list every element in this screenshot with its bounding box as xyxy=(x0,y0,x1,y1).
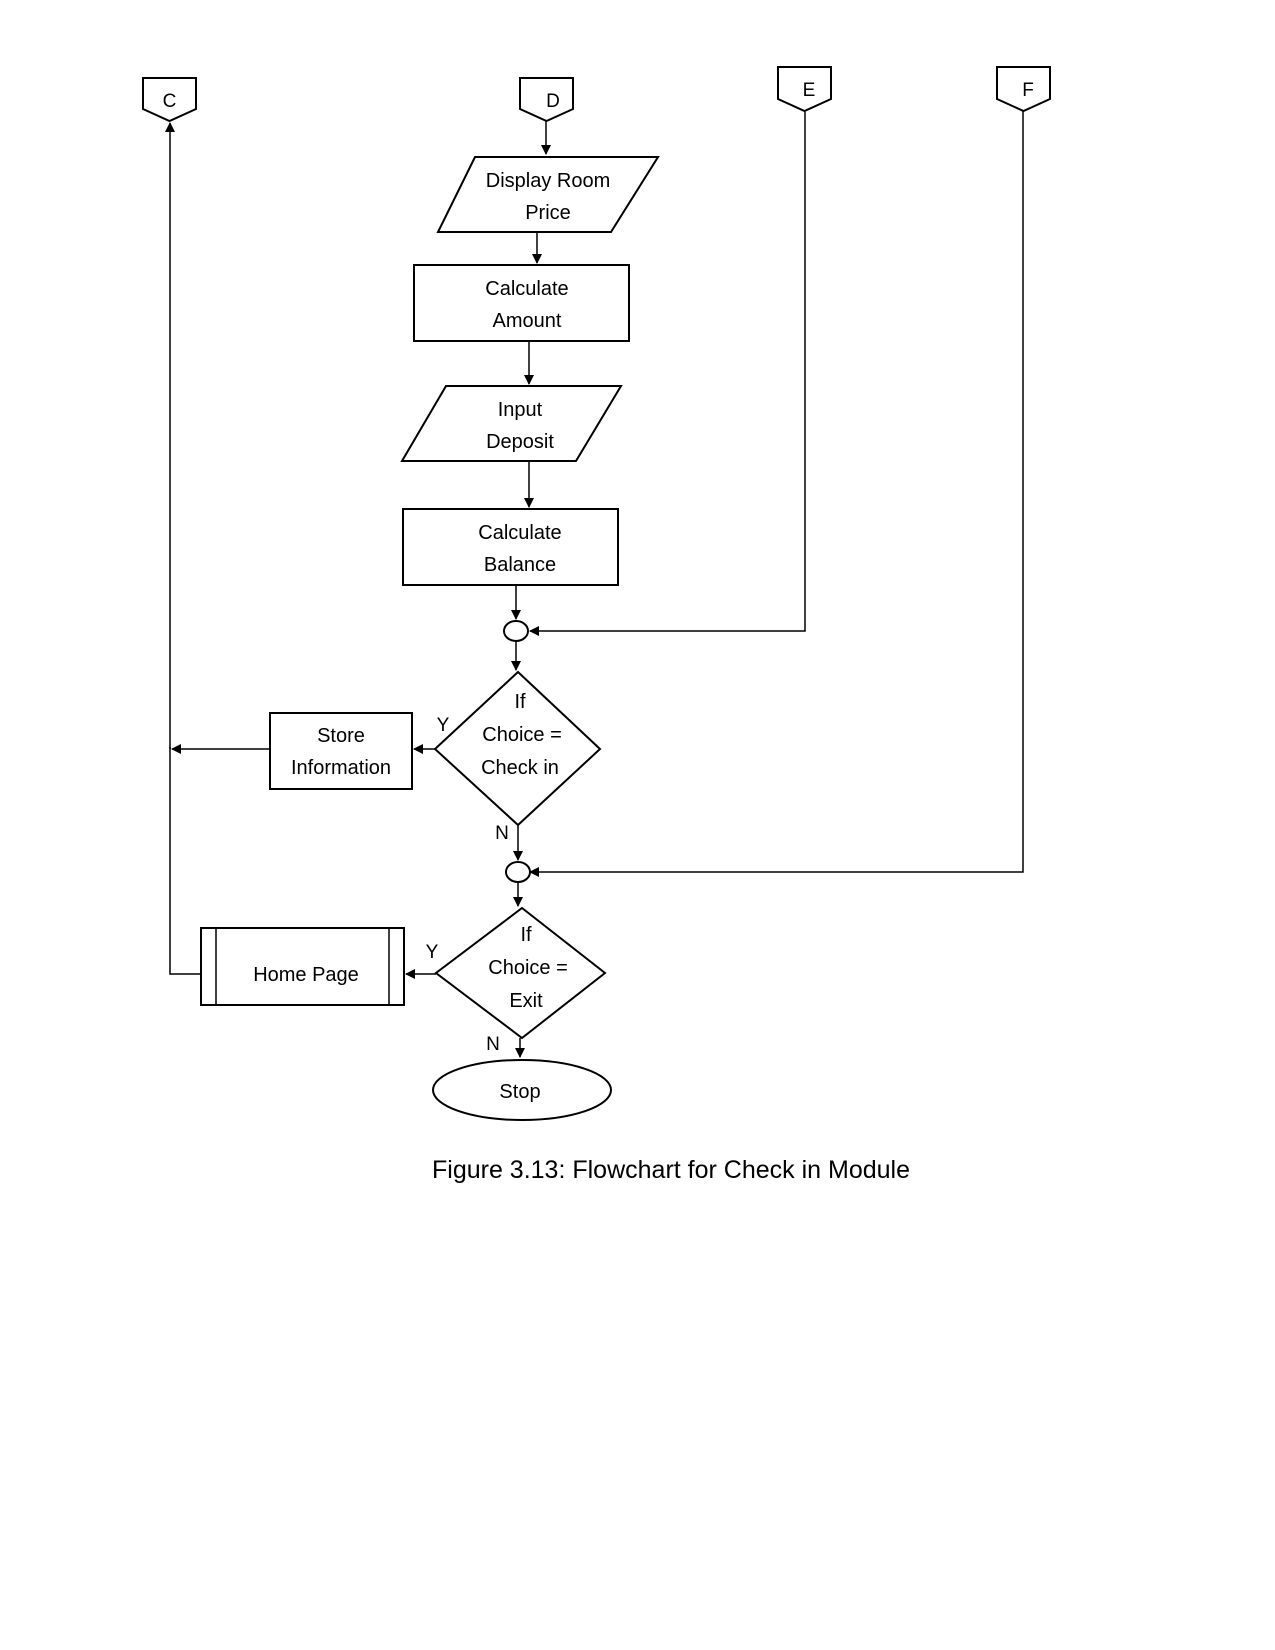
stop-label: Stop xyxy=(499,1081,540,1103)
decision-checkin-line2: Choice = xyxy=(482,724,562,746)
decision-exit-line3: Exit xyxy=(509,990,543,1012)
connector-c-label: C xyxy=(163,91,177,112)
decision-exit-line1: If xyxy=(520,924,532,946)
connector-c: C xyxy=(142,77,197,123)
connector-f: F xyxy=(996,66,1051,113)
store-information-node: Store Information xyxy=(269,712,413,790)
store-information-line1: Store xyxy=(317,725,365,747)
merge-point-1 xyxy=(503,620,529,642)
figure-caption: Figure 3.13: Flowchart for Check in Modu… xyxy=(432,1156,910,1184)
decision-checkin-node: If Choice = Check in xyxy=(433,670,602,827)
checkin-no-label: N xyxy=(495,823,509,844)
store-information-line2: Information xyxy=(291,757,391,779)
display-room-price-line2: Price xyxy=(525,202,571,224)
calculate-amount-line2: Amount xyxy=(493,310,562,332)
exit-no-label: N xyxy=(486,1034,500,1055)
connector-d-label: D xyxy=(546,91,560,112)
calculate-balance-line1: Calculate xyxy=(478,522,561,544)
connector-d: D xyxy=(519,77,574,123)
display-room-price-node: Display Room Price xyxy=(436,156,660,233)
merge-point-2 xyxy=(505,861,531,883)
calculate-amount-line1: Calculate xyxy=(485,278,568,300)
connector-e-label: E xyxy=(803,80,816,101)
display-room-price-line1: Display Room xyxy=(486,170,610,192)
decision-checkin-line1: If xyxy=(514,691,526,713)
home-page-label: Home Page xyxy=(253,964,359,986)
decision-checkin-line3: Check in xyxy=(481,757,559,779)
connector-e: E xyxy=(777,66,832,113)
checkin-yes-label: Y xyxy=(437,715,450,736)
calculate-amount-node: Calculate Amount xyxy=(413,264,630,342)
calculate-balance-line2: Balance xyxy=(484,554,556,576)
line-f-to-merge2 xyxy=(529,111,1024,877)
input-deposit-line2: Deposit xyxy=(486,431,554,453)
home-page-node: Home Page xyxy=(200,927,405,1006)
stop-node: Stop xyxy=(432,1059,612,1121)
exit-yes-label: Y xyxy=(426,942,439,963)
decision-exit-line2: Choice = xyxy=(488,957,568,979)
input-deposit-line1: Input xyxy=(498,399,543,421)
connector-f-label: F xyxy=(1022,80,1034,101)
input-deposit-node: Input Deposit xyxy=(400,385,623,462)
decision-exit-node: If Choice = Exit xyxy=(434,906,607,1040)
calculate-balance-node: Calculate Balance xyxy=(402,508,619,586)
line-e-to-merge1 xyxy=(529,111,806,636)
line-home-to-c xyxy=(169,747,201,975)
